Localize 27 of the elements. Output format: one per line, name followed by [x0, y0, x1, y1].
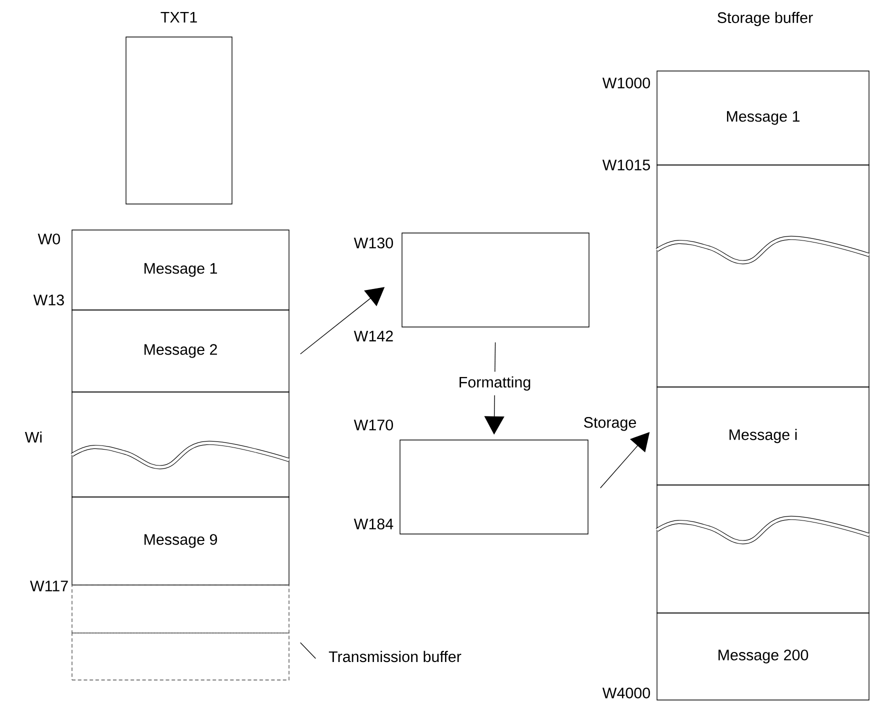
edge-label: Storage	[584, 417, 636, 431]
message-box: Message i	[656, 386, 870, 486]
memory-box: TXT1	[126, 12, 232, 204]
message-box: Message 1	[72, 230, 290, 310]
message-box: Message 9	[72, 496, 290, 586]
address-label: W170	[354, 420, 393, 430]
message-box: Message 200	[656, 612, 870, 700]
buffer-box	[72, 632, 290, 680]
break-section	[72, 392, 290, 498]
break-section	[656, 484, 870, 614]
address-label: Storage buffer	[718, 12, 813, 26]
leader-line	[300, 642, 316, 659]
address-label: W117	[30, 580, 68, 592]
buffer-box	[72, 584, 290, 634]
message-box: Message 1	[656, 70, 870, 166]
address-label: W142	[354, 330, 393, 342]
address-label: W13	[33, 294, 64, 306]
address-label: Wi	[24, 431, 42, 443]
memory-box	[402, 232, 590, 328]
message-box: Message 2	[72, 310, 290, 392]
address-label: W1015	[602, 160, 650, 170]
arrow	[600, 432, 650, 488]
memory-box	[400, 440, 588, 534]
node-label: TXT1	[160, 12, 197, 22]
edge-label: Formatting	[454, 372, 536, 396]
break-section	[656, 164, 870, 388]
buffer-label: Transmission buffer	[328, 650, 462, 662]
